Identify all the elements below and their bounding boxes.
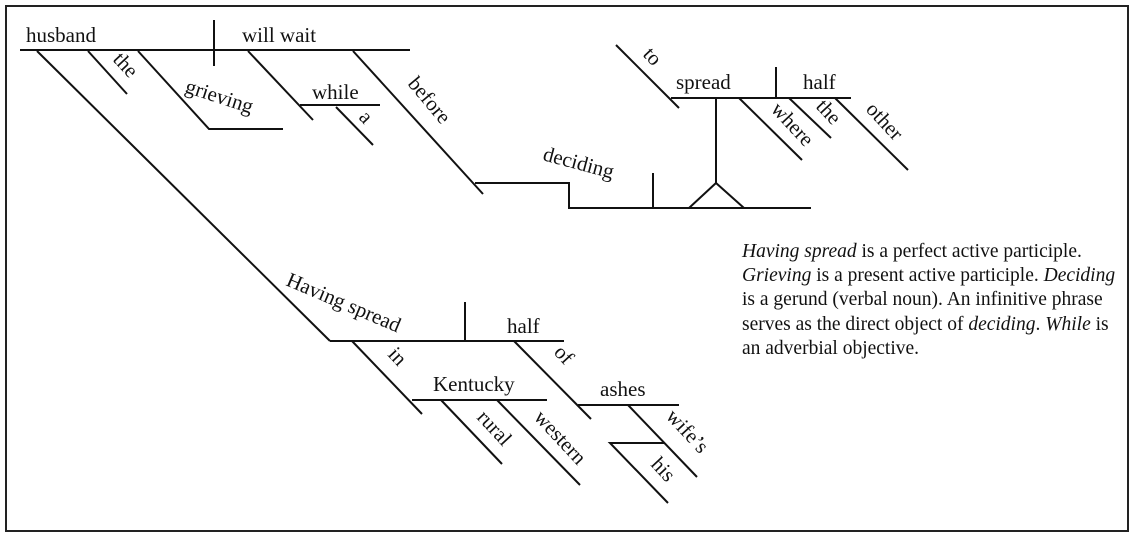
word-ashes: ashes [600, 377, 646, 401]
word-a: a [354, 105, 378, 129]
a-modifier-line [335, 106, 374, 146]
word-to: to [638, 42, 667, 70]
word-husband: husband [26, 23, 96, 47]
note-text: . [1035, 313, 1046, 335]
note-term: Deciding [1043, 265, 1116, 287]
word-other: other [861, 97, 908, 145]
word-in: in [383, 342, 412, 371]
word-deciding: deciding [541, 142, 618, 184]
word-spread: spread [676, 70, 731, 94]
while-diagonal [247, 50, 314, 121]
husband-participle-diagonal [36, 50, 331, 342]
wifes-line [627, 404, 698, 478]
word-of: of [549, 340, 578, 369]
rural-line [440, 399, 503, 465]
word-while: while [312, 80, 359, 104]
the-modifier-line [87, 50, 128, 95]
word-having-spread: Having spread [283, 268, 405, 338]
explanation-note: Having spread is a perfect active partic… [742, 240, 1122, 361]
note-term: Having spread [742, 241, 857, 262]
note-term: deciding [968, 313, 1036, 335]
diagram-frame [5, 5, 1129, 532]
note-text: is a gerund (verbal noun). An infinitive… [742, 289, 1103, 335]
his-line [607, 442, 669, 504]
deciding-step-line [475, 182, 811, 209]
word-before: before [403, 72, 456, 129]
to-diagonal [615, 44, 680, 109]
word-his: his [646, 452, 680, 486]
word-western: western [529, 405, 591, 469]
note-term: Grieving [742, 265, 812, 287]
grieving-line [137, 50, 283, 130]
word-where: where [766, 97, 819, 151]
word-kentucky: Kentucky [433, 372, 515, 396]
word-will-wait: will wait [242, 23, 316, 47]
note-text: is a perfect active participle. [856, 241, 1082, 262]
where-line [738, 97, 803, 161]
note-term: While [1045, 313, 1091, 335]
word-rural: rural [472, 405, 517, 450]
the-2-line [788, 97, 832, 139]
western-line [496, 399, 581, 486]
other-line [834, 97, 909, 171]
in-diagonal [351, 340, 423, 415]
note-text: is a present active participle. [811, 265, 1044, 287]
note-text: is an adverbial objective. [742, 313, 1109, 359]
word-wifes: wife’s [661, 404, 714, 458]
before-diagonal [352, 50, 484, 195]
word-half: half [803, 70, 836, 94]
word-half-2: half [507, 314, 540, 338]
pedestal-triangle [688, 181, 745, 209]
